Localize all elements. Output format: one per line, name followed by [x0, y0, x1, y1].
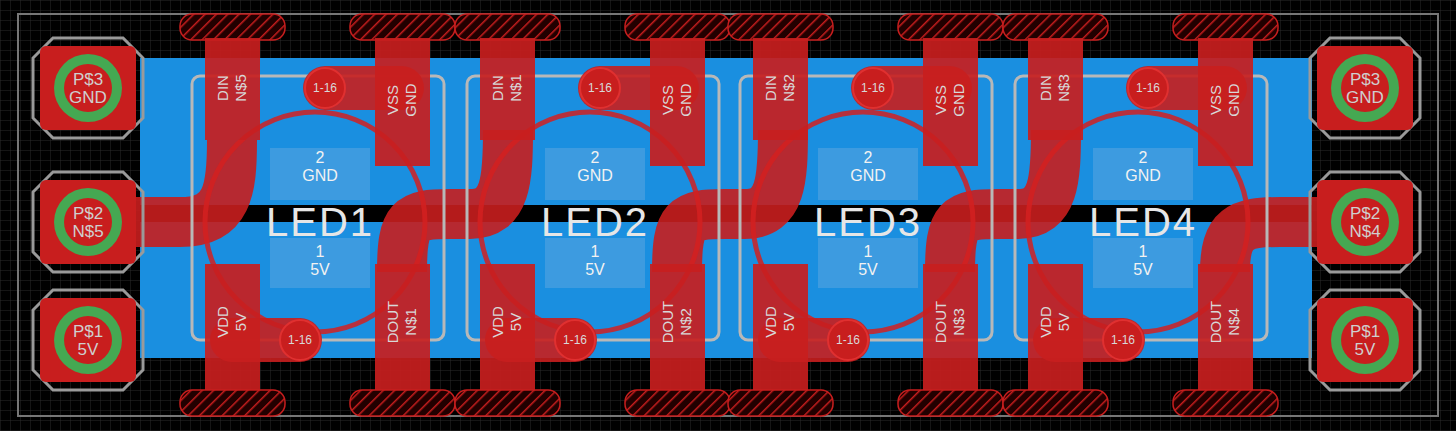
pad-number: 2: [316, 150, 325, 166]
pad-number: 2: [1139, 150, 1148, 166]
connector-pin: P$3: [73, 71, 103, 88]
net-name: GND: [678, 83, 693, 116]
pad-number: 1: [1139, 244, 1148, 260]
connector-pin: P$2: [1350, 205, 1380, 222]
via-label: 1-16: [313, 82, 337, 94]
pin-name: VSS: [660, 85, 675, 115]
net-name: GND: [1125, 168, 1161, 184]
pin-name: VDD: [1038, 306, 1053, 338]
pin-name: VSS: [385, 85, 400, 115]
net-name: 5V: [781, 313, 796, 331]
net-name: GND: [850, 168, 886, 184]
pad-number: 2: [591, 150, 600, 166]
net-name: 5V: [585, 262, 605, 278]
pin-name: DIN: [1038, 75, 1053, 101]
net-name: N$4: [1226, 308, 1241, 336]
via-label: 1-16: [836, 334, 860, 346]
pad-number: 1: [864, 244, 873, 260]
net-name: 5V: [78, 341, 99, 358]
net-name: N$3: [951, 308, 966, 336]
pad-number: 2: [864, 150, 873, 166]
net-name: N$3: [1056, 74, 1071, 102]
pin-name: DIN: [763, 75, 778, 101]
net-name: N$1: [403, 308, 418, 336]
net-name: 5V: [1056, 313, 1071, 331]
connector-pin: P$1: [73, 323, 103, 340]
net-name: 5V: [1133, 262, 1153, 278]
via-label: 1-16: [563, 334, 587, 346]
pin-name: DOUT: [1208, 301, 1223, 344]
connector-pin: P$3: [1350, 71, 1380, 88]
part-name: LED3: [814, 202, 922, 242]
net-name: GND: [1226, 83, 1241, 116]
via-label: 1-16: [288, 334, 312, 346]
net-name: 5V: [858, 262, 878, 278]
net-name: N$2: [678, 308, 693, 336]
via-label: 1-16: [1111, 334, 1135, 346]
pin-name: VSS: [1208, 85, 1223, 115]
pin-name: VDD: [490, 306, 505, 338]
net-name: N$4: [1349, 223, 1380, 240]
part-name: LED1: [266, 202, 374, 242]
net-name: N$5: [233, 74, 248, 102]
net-name: GND: [403, 83, 418, 116]
connector-pin: P$2: [73, 205, 103, 222]
net-name: GND: [69, 89, 107, 106]
via-label: 1-16: [861, 82, 885, 94]
net-name: N$2: [781, 74, 796, 102]
pad-number: 1: [591, 244, 600, 260]
net-name: GND: [302, 168, 338, 184]
net-name: GND: [577, 168, 613, 184]
part-name: LED4: [1089, 202, 1197, 242]
net-name: 5V: [1355, 341, 1376, 358]
net-name: GND: [1346, 89, 1384, 106]
net-name: N$1: [508, 74, 523, 102]
part-name: LED2: [541, 202, 649, 242]
pin-name: VDD: [763, 306, 778, 338]
via-label: 1-16: [1136, 82, 1160, 94]
net-name: 5V: [508, 313, 523, 331]
pin-name: VDD: [215, 306, 230, 338]
pad-number: 1: [316, 244, 325, 260]
pin-name: DOUT: [933, 301, 948, 344]
net-name: GND: [951, 83, 966, 116]
connector-pin: P$1: [1350, 323, 1380, 340]
pin-name: VSS: [933, 85, 948, 115]
pin-name: DIN: [215, 75, 230, 101]
net-name: 5V: [233, 313, 248, 331]
net-name: 5V: [310, 262, 330, 278]
net-name: N$5: [72, 223, 103, 240]
via-label: 1-16: [588, 82, 612, 94]
pin-name: DIN: [490, 75, 505, 101]
pin-name: DOUT: [385, 301, 400, 344]
pin-name: DOUT: [660, 301, 675, 344]
